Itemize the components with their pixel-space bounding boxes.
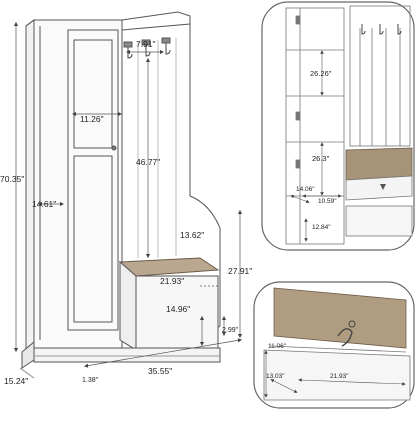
bench-storage-detail-view: 11.06" 13.03" 21.93" <box>253 281 415 409</box>
label-bench-box-height: 14.96" <box>166 304 190 314</box>
label-bottom-compartment: 12.84" <box>312 224 331 231</box>
label-base-height: 2.99" <box>222 327 239 334</box>
label-hook-spacing: 7.91" <box>136 39 156 49</box>
label-overall-width: 35.55" <box>148 366 172 376</box>
label-shelf-width: 10.59" <box>318 198 337 205</box>
label-shelf-height-lower: 26.3" <box>312 154 330 163</box>
main-dimension-labels: 70.35" 7.91" 11.26" 46.77" 14.61" 13.62"… <box>0 39 252 386</box>
interior-detail-view: 26.26" 26.3" 14.06" 10.59" 12.84" <box>261 1 415 251</box>
label-storage-depth: 11.06" <box>268 343 287 350</box>
hall-tree-cabinet <box>21 11 221 369</box>
label-hanging-height: 46.77" <box>136 157 160 167</box>
label-bench-seat-height: 27.91" <box>228 266 252 276</box>
label-depth: 15.24" <box>4 376 28 386</box>
label-shelf-height-upper: 26.26" <box>310 69 332 78</box>
label-storage-length: 13.03" <box>266 373 285 380</box>
label-shelf-depth: 14.06" <box>296 186 315 193</box>
label-storage-width: 21.93" <box>330 373 349 380</box>
label-plinth: 1.38" <box>82 377 99 384</box>
label-bench-width: 21.93" <box>160 276 184 286</box>
label-bench-cushion: 13.62" <box>180 230 204 240</box>
label-side-depth: 14.61" <box>32 199 56 209</box>
label-cabinet-height: 70.35" <box>0 174 24 184</box>
main-dimension-lines <box>13 21 243 379</box>
label-door-width: 11.26" <box>80 114 104 124</box>
